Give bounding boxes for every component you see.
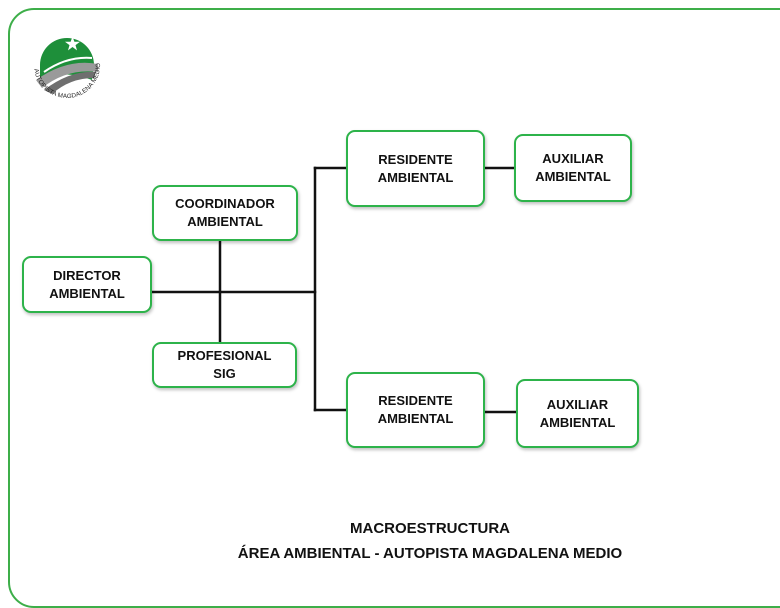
profesional-line1: PROFESIONAL — [177, 348, 272, 363]
coordinador-line2: AMBIENTAL — [187, 214, 263, 229]
diagram-caption-title: MACROESTRUCTURA — [350, 520, 510, 537]
coordinador-ambiental-node: COORDINADOR AMBIENTAL — [152, 185, 298, 241]
auxiliar-1-line2: AMBIENTAL — [535, 169, 611, 184]
connector-lines — [150, 166, 520, 414]
auxiliar-ambiental-2-node: AUXILIAR AMBIENTAL — [516, 379, 639, 448]
autopista-logo: AUTOPISTA MAGDALENA MEDIO — [22, 20, 112, 110]
profesional-line2: SIG — [213, 366, 236, 381]
residente-1-line2: AMBIENTAL — [377, 169, 454, 185]
auxiliar-1-line1: AUXILIAR — [542, 151, 604, 166]
residente-ambiental-1-node: RESIDENTE AMBIENTAL — [346, 130, 485, 207]
auxiliar-2-line2: AMBIENTAL — [539, 414, 616, 430]
director-line2: AMBIENTAL — [49, 285, 125, 301]
auxiliar-ambiental-1-node: AUXILIAR AMBIENTAL — [514, 134, 632, 202]
director-line1: DIRECTOR — [53, 267, 121, 283]
profesional-sig-node: PROFESIONAL SIG — [152, 342, 297, 388]
coordinador-line1: COORDINADOR — [175, 196, 275, 211]
residente-2-line1: RESIDENTE — [378, 393, 453, 408]
residente-2-line2: AMBIENTAL — [377, 411, 454, 426]
residente-1-line1: RESIDENTE — [378, 151, 453, 167]
residente-ambiental-2-node: RESIDENTE AMBIENTAL — [346, 372, 485, 448]
director-ambiental-node: DIRECTOR AMBIENTAL — [22, 256, 152, 313]
diagram-caption-subtitle: ÁREA AMBIENTAL - AUTOPISTA MAGDALENA MED… — [237, 545, 623, 562]
auxiliar-2-line1: AUXILIAR — [546, 396, 609, 412]
